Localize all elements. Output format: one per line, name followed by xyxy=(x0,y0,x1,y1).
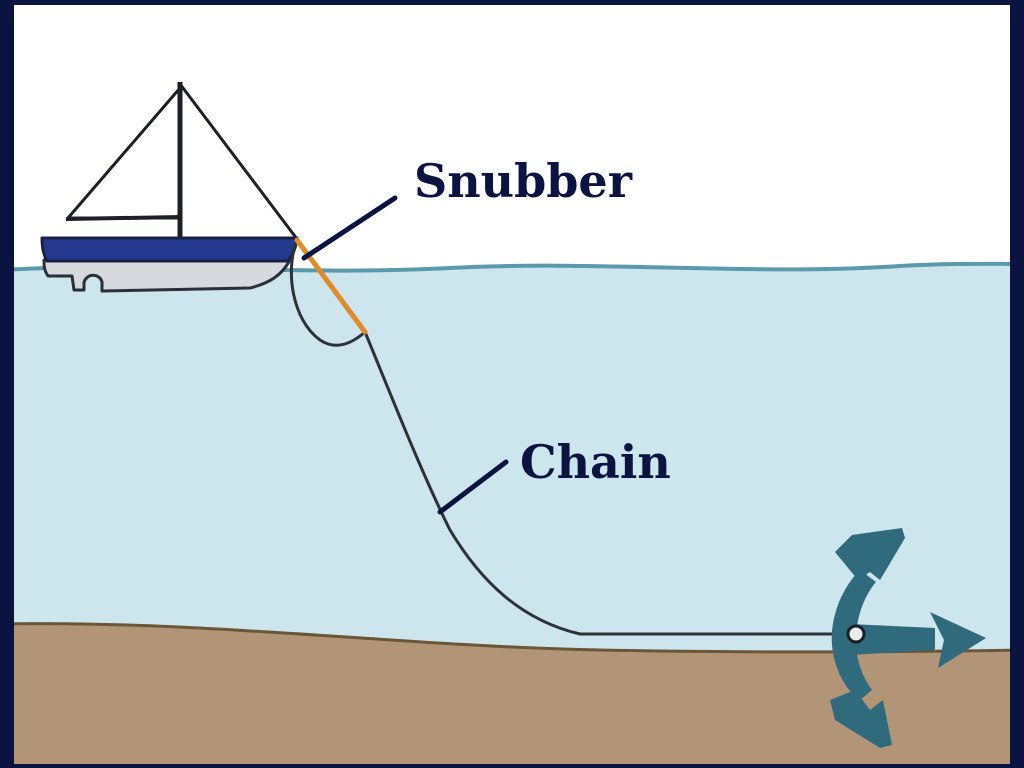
chain xyxy=(289,239,855,636)
snubber-label: Snubber xyxy=(414,154,633,208)
chain-label: Chain xyxy=(520,435,671,489)
anchor-upper-fluke xyxy=(835,528,905,580)
anchor-shank xyxy=(850,624,935,655)
anchor-icon xyxy=(830,528,986,748)
hull-stripe xyxy=(40,236,299,263)
anchor-lower-fluke xyxy=(830,690,892,748)
seabed xyxy=(14,623,1010,764)
anchor-arrow-head xyxy=(930,612,986,668)
snubber-leader-line xyxy=(301,195,398,261)
hull-lower xyxy=(42,258,292,293)
sailboat-icon xyxy=(40,82,299,293)
boom xyxy=(65,215,183,221)
chain-leader-line xyxy=(437,459,509,515)
anchor-shackle xyxy=(846,624,866,644)
